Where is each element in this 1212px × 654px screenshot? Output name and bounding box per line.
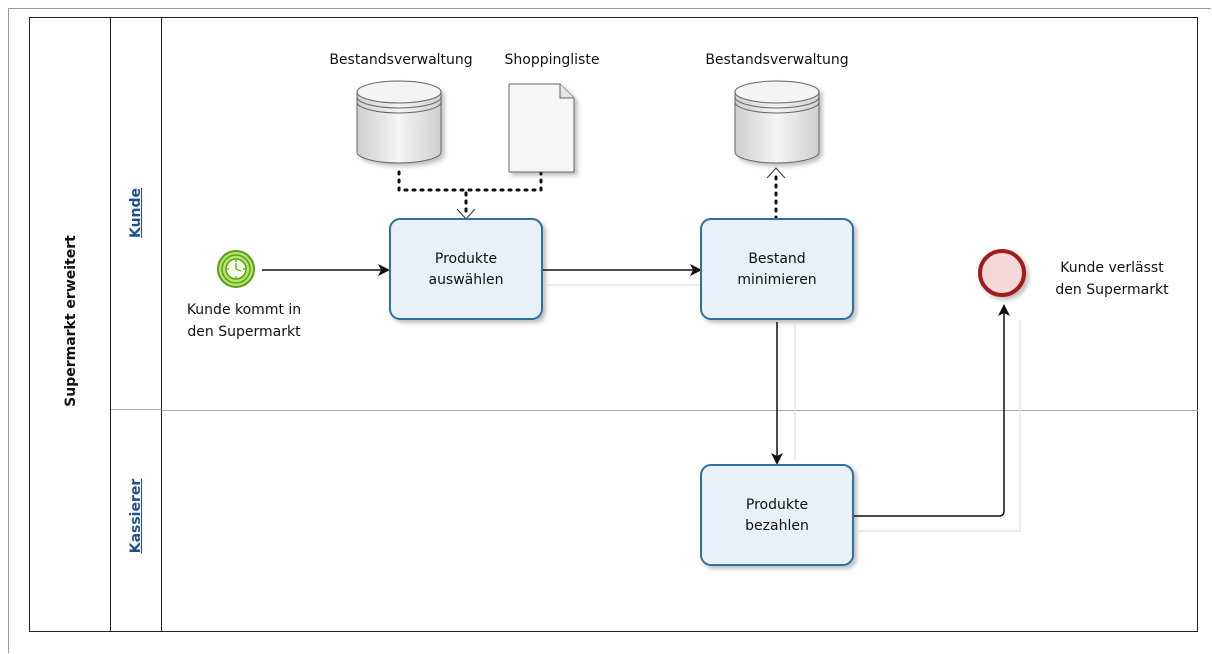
data-object-shoppingliste[interactable]: [508, 83, 575, 173]
task-produkte-bezahlen[interactable]: [700, 464, 854, 566]
lane-kunde-header[interactable]: [111, 17, 162, 410]
pool-label-area: [29, 17, 111, 632]
association-doc-to-select[interactable]: [464, 170, 543, 215]
association-store1-to-select[interactable]: [397, 170, 468, 215]
data-store-bestandsverwaltung-1[interactable]: [356, 80, 442, 164]
lane-separator: [162, 410, 1198, 411]
clock-icon: [227, 260, 245, 278]
end-event-label-line1: Kunde verlässt: [1060, 260, 1164, 276]
pool-supermarkt[interactable]: [29, 17, 1198, 632]
lane-kassierer-header[interactable]: [111, 410, 162, 632]
doc-label: Shoppingliste: [504, 52, 600, 68]
flow-shadow: [547, 284, 1021, 532]
end-event-label-line2: den Supermarkt: [1055, 282, 1169, 298]
task-pay-line1: Produkte: [745, 497, 809, 513]
association-arrowhead-store2: [766, 167, 786, 179]
end-event[interactable]: [978, 249, 1026, 297]
start-event-timer[interactable]: [217, 250, 255, 288]
store2-label: Bestandsverwaltung: [705, 52, 849, 68]
task-bestand-minimieren[interactable]: [700, 218, 854, 320]
task-minimize-line1: Bestand: [748, 251, 806, 267]
task-select-line1: Produkte: [434, 251, 498, 267]
start-event-label-line1: Kunde kommt in: [186, 302, 302, 318]
task-select-line2: auswählen: [428, 272, 504, 288]
canvas-frame: [8, 8, 1211, 653]
task-pay-line2: bezahlen: [745, 518, 809, 534]
task-minimize-line2: minimieren: [737, 272, 817, 288]
task-produkte-auswaehlen[interactable]: [389, 218, 543, 320]
data-store-bestandsverwaltung-2[interactable]: [734, 80, 820, 164]
start-event-label-line2: den Supermarkt: [187, 324, 301, 340]
flow-pay-to-end[interactable]: [854, 304, 1010, 517]
store1-label: Bestandsverwaltung: [329, 52, 473, 68]
